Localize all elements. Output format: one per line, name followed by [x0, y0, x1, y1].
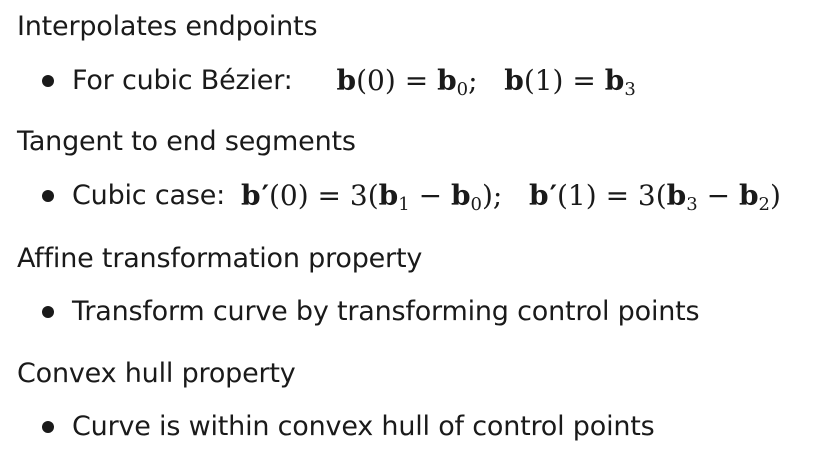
math-text: (0) = 3( [268, 179, 379, 212]
math-subscript: 0 [456, 79, 469, 100]
tangent-equation: b′(0) = 3(b1 − b0); b′(1) = 3(b3 − b2) [241, 179, 781, 215]
bullet-text: Cubic case: [72, 180, 225, 211]
interpolation-equation: b(0) = b0; b(1) = b3 [336, 64, 636, 100]
math-symbol: b [336, 64, 357, 97]
math-subscript: 0 [470, 194, 482, 215]
bullet-text: Transform curve by transforming control … [72, 296, 700, 327]
bullet-dot-icon [42, 306, 54, 318]
math-prime: ′ [549, 179, 557, 212]
math-subscript: 1 [398, 194, 410, 215]
bullet-dot-icon [42, 190, 54, 202]
math-subscript: 3 [624, 79, 636, 100]
math-symbol: b [738, 179, 759, 212]
heading-affine-transformation: Affine transformation property [17, 243, 423, 274]
math-separator: ; [468, 64, 505, 97]
math-text: (0) = [356, 64, 438, 97]
bullet-curve-within-hull: Curve is within convex hull of control p… [42, 407, 655, 447]
math-subscript: 3 [686, 194, 698, 215]
bullet-dot-icon [42, 421, 54, 433]
heading-convex-hull: Convex hull property [17, 358, 296, 389]
math-symbol: b [378, 179, 399, 212]
bullet-dot-icon [42, 75, 54, 87]
math-text: (1) = [523, 64, 605, 97]
math-prime: ′ [261, 179, 269, 212]
math-symbol: b [529, 179, 549, 212]
math-subscript: 2 [758, 194, 770, 215]
bullet-text: Curve is within convex hull of control p… [72, 411, 655, 442]
math-symbol: b [241, 179, 261, 212]
heading-interpolates-endpoints: Interpolates endpoints [17, 11, 318, 42]
math-symbol: b [450, 179, 471, 212]
math-symbol: b [504, 64, 524, 97]
math-separator: ); [481, 179, 530, 212]
bullet-text: For cubic Bézier: [72, 65, 293, 96]
math-operator: − [409, 179, 451, 212]
heading-tangent-end-segments: Tangent to end segments [17, 126, 356, 157]
math-symbol: b [666, 179, 687, 212]
math-symbol: b [437, 64, 457, 97]
math-text: (1) = 3( [557, 179, 667, 212]
math-operator: − [697, 179, 739, 212]
bullet-transform-curve: Transform curve by transforming control … [42, 292, 700, 332]
bullet-cubic-bezier: For cubic Bézier: b(0) = b0; b(1) = b3 [42, 61, 636, 101]
bullet-cubic-case: Cubic case: b′(0) = 3(b1 − b0); b′(1) = … [42, 176, 781, 216]
math-text: ) [770, 179, 781, 212]
math-symbol: b [604, 64, 625, 97]
